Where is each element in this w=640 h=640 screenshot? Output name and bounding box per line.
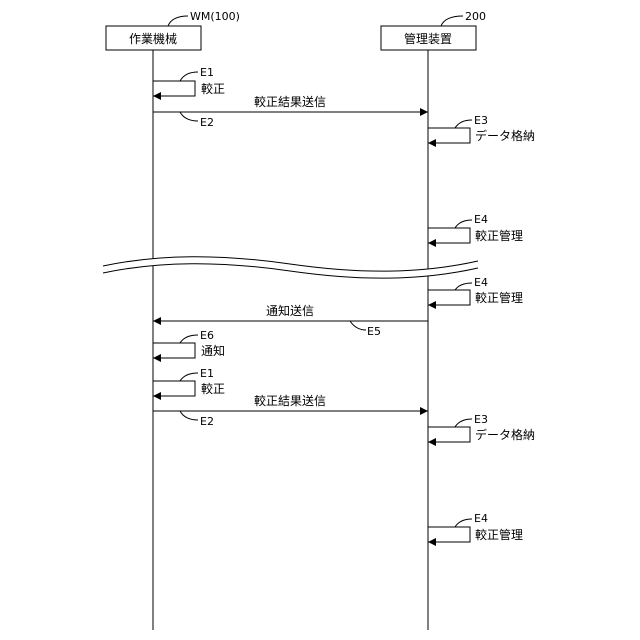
participant-server: 管理装置 200: [381, 10, 486, 50]
step-e6-label: 通知: [201, 344, 225, 358]
step-e6-notification: E6 通知: [153, 329, 225, 358]
step-e4b-calibration-management: E4 較正管理: [428, 276, 523, 305]
step-e1b-arrow: [153, 381, 195, 396]
step-e4-leader: [455, 220, 472, 228]
step-e4-id: E4: [474, 213, 488, 226]
step-e5-label: 通知送信: [266, 303, 314, 318]
participant-server-ref: 200: [465, 10, 486, 23]
participant-machine-ref: WM(100): [190, 10, 240, 23]
step-e2-id: E2: [200, 116, 214, 129]
participant-server-label: 管理装置: [404, 31, 452, 46]
step-e3-leader: [455, 120, 472, 128]
step-e4c-arrow: [428, 527, 470, 542]
step-e1b-id: E1: [200, 367, 214, 380]
step-e4c-calibration-management: E4 較正管理: [428, 512, 523, 542]
participant-server-leader: [441, 16, 463, 26]
participant-machine-leader: [168, 16, 188, 26]
step-e1-label: 較正: [201, 81, 225, 96]
time-break-fill: [103, 257, 478, 278]
step-e4b-leader: [455, 283, 472, 290]
step-e5-id: E5: [367, 325, 381, 338]
step-e2b-send-result: 較正結果送信 E2: [153, 393, 428, 428]
step-e3b-store-data: E3 データ格納: [428, 413, 535, 442]
step-e4b-arrow: [428, 290, 470, 305]
step-e4-label: 較正管理: [475, 228, 523, 243]
step-e1-id: E1: [200, 66, 214, 79]
step-e1b-leader: [180, 373, 198, 381]
step-e2-leader: [180, 112, 198, 121]
participant-machine-label: 作業機械: [129, 31, 177, 46]
step-e2b-id: E2: [200, 415, 214, 428]
step-e4b-label: 較正管理: [475, 290, 523, 305]
step-e3b-label: データ格納: [475, 427, 535, 442]
step-e2b-leader: [180, 411, 198, 420]
step-e3-arrow: [428, 128, 470, 143]
step-e1-leader: [180, 72, 198, 81]
step-e3b-leader: [455, 419, 472, 427]
step-e3b-arrow: [428, 427, 470, 442]
step-e6-leader: [180, 335, 198, 343]
step-e4c-id: E4: [474, 512, 488, 525]
step-e1b-calibration: E1 較正: [153, 367, 225, 396]
step-e1-calibration: E1 較正: [153, 66, 225, 96]
step-e4-arrow: [428, 228, 470, 243]
step-e3-id: E3: [474, 114, 488, 127]
step-e2b-label: 較正結果送信: [254, 393, 326, 408]
step-e1b-label: 較正: [201, 381, 225, 396]
participant-machine: 作業機械 WM(100): [106, 10, 240, 50]
step-e2-send-result: 較正結果送信 E2: [153, 94, 428, 129]
step-e4b-id: E4: [474, 276, 488, 289]
step-e3b-id: E3: [474, 413, 488, 426]
step-e4c-leader: [455, 519, 472, 527]
step-e5-leader: [350, 321, 366, 330]
time-break: [103, 257, 478, 278]
step-e6-id: E6: [200, 329, 214, 342]
step-e5-send-notification: 通知送信 E5: [153, 303, 428, 338]
step-e4-calibration-management: E4 較正管理: [428, 213, 523, 243]
step-e6-arrow: [153, 343, 195, 358]
step-e3-label: データ格納: [475, 128, 535, 143]
step-e4c-label: 較正管理: [475, 527, 523, 542]
step-e2-label: 較正結果送信: [254, 94, 326, 109]
step-e3-store-data: E3 データ格納: [428, 114, 535, 143]
step-e1-arrow: [153, 81, 195, 96]
